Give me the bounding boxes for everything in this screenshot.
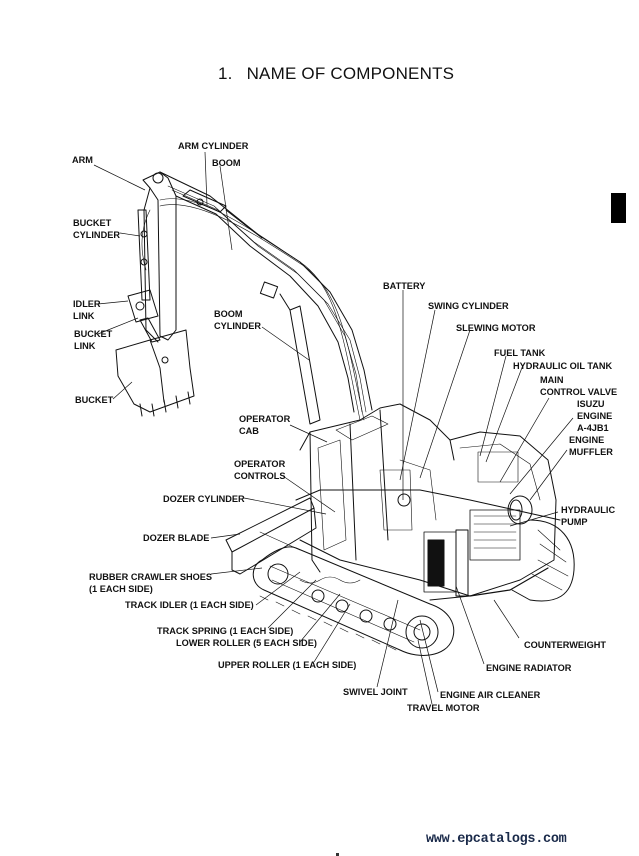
cab-part xyxy=(300,404,454,572)
label-bucket-cylinder-line1: BUCKET xyxy=(73,218,112,228)
label-fuel-tank: FUEL TANK xyxy=(494,348,546,358)
label-arm: ARM xyxy=(72,155,93,165)
page-number-mark xyxy=(336,853,339,856)
label-arm-cylinder: ARM CYLINDER xyxy=(178,141,249,151)
upper-frame-part xyxy=(296,460,560,596)
label-operator-controls-line2: CONTROLS xyxy=(234,471,286,481)
label-rubber-crawler-shoes-line1: RUBBER CRAWLER SHOES xyxy=(89,572,213,582)
label-hydraulic-pump-line1: HYDRAULIC xyxy=(561,505,616,515)
label-hydraulic-oil-tank: HYDRAULIC OIL TANK xyxy=(513,361,613,371)
label-main-control-valve-line2: CONTROL VALVE xyxy=(540,387,618,397)
label-track-idler: TRACK IDLER (1 EACH SIDE) xyxy=(125,600,254,610)
label-main-control-valve: MAIN CONTROL VALVE xyxy=(540,374,617,398)
hydraulic-hoses xyxy=(142,199,364,420)
label-idler-link-line1: IDLER xyxy=(73,299,101,309)
boom-cylinder-part xyxy=(260,282,320,424)
label-engine-air-cleaner: ENGINE AIR CLEANER xyxy=(440,690,541,700)
label-upper-roller: UPPER ROLLER (1 EACH SIDE) xyxy=(218,660,357,670)
right-track-part xyxy=(512,520,574,601)
label-idler-link-line2: LINK xyxy=(73,311,95,321)
label-bucket-cylinder: BUCKET CYLINDER xyxy=(73,217,120,241)
label-dozer-cylinder: DOZER CYLINDER xyxy=(163,494,245,504)
label-bucket-link-line1: BUCKET xyxy=(74,329,113,339)
section-tab-marker xyxy=(611,193,626,223)
label-slewing-motor: SLEWING MOTOR xyxy=(456,323,536,333)
label-engine-muffler-line2: MUFFLER xyxy=(569,447,613,457)
section-title: NAME OF COMPONENTS xyxy=(246,64,455,83)
label-travel-motor: TRAVEL MOTOR xyxy=(407,703,480,713)
label-battery: BATTERY xyxy=(383,281,426,291)
engine-hood-part xyxy=(430,432,556,600)
label-isuzu-engine-line2: ENGINE xyxy=(577,411,613,421)
radiator-part xyxy=(424,530,468,596)
label-isuzu-engine-line3: A-4JB1 xyxy=(577,423,609,433)
label-rubber-crawler-shoes: RUBBER CRAWLER SHOES (1 EACH SIDE) xyxy=(89,571,212,595)
label-hydraulic-pump-line2: PUMP xyxy=(561,517,588,527)
label-swing-cylinder: SWING CYLINDER xyxy=(428,301,509,311)
label-boom-cylinder: BOOM CYLINDER xyxy=(214,308,261,332)
leader-lines xyxy=(94,152,573,704)
label-engine-muffler-line1: ENGINE xyxy=(569,435,605,445)
label-track-spring: TRACK SPRING (1 EACH SIDE) xyxy=(157,626,294,636)
boom-part xyxy=(160,172,372,412)
label-bucket: BUCKET xyxy=(75,395,114,405)
bucket-link-part xyxy=(140,318,160,342)
label-engine-muffler: ENGINE MUFFLER xyxy=(569,434,613,458)
label-engine-radiator: ENGINE RADIATOR xyxy=(486,663,572,673)
label-operator-controls-line1: OPERATOR xyxy=(234,459,286,469)
label-bucket-cylinder-line2: CYLINDER xyxy=(73,230,120,240)
label-operator-cab-line2: CAB xyxy=(239,426,259,436)
section-number: 1. xyxy=(218,64,233,83)
label-lower-roller: LOWER ROLLER (5 EACH SIDE) xyxy=(176,638,317,648)
label-boom-cylinder-line1: BOOM xyxy=(214,309,243,319)
engine-part xyxy=(470,496,532,560)
counterweight-part xyxy=(470,568,548,596)
label-operator-cab: OPERATOR CAB xyxy=(239,413,290,437)
label-idler-link: IDLER LINK xyxy=(73,298,101,322)
label-counterweight: COUNTERWEIGHT xyxy=(524,640,607,650)
label-hydraulic-pump: HYDRAULIC PUMP xyxy=(561,504,615,528)
label-bucket-link: BUCKET LINK xyxy=(74,328,112,352)
label-operator-controls: OPERATOR CONTROLS xyxy=(234,458,286,482)
label-boom-cylinder-line2: CYLINDER xyxy=(214,321,261,331)
label-rubber-crawler-shoes-line2: (1 EACH SIDE) xyxy=(89,584,153,594)
bucket-part xyxy=(116,330,194,416)
label-boom: BOOM xyxy=(212,158,241,168)
idler-link-part xyxy=(128,290,158,322)
watermark-link[interactable]: www.epcatalogs.com xyxy=(426,832,567,847)
bucket-cylinder-part xyxy=(138,210,150,300)
label-bucket-link-line2: LINK xyxy=(74,341,96,351)
page-title: 1. NAME OF COMPONENTS xyxy=(218,64,454,84)
label-isuzu-engine: ISUZU ENGINE A-4JB1 xyxy=(577,398,612,434)
arm-part xyxy=(143,172,176,363)
label-isuzu-engine-line1: ISUZU xyxy=(577,399,605,409)
label-dozer-blade: DOZER BLADE xyxy=(143,533,210,543)
label-swivel-joint: SWIVEL JOINT xyxy=(343,687,408,697)
label-operator-cab-line1: OPERATOR xyxy=(239,414,291,424)
label-main-control-valve-line1: MAIN xyxy=(540,375,564,385)
